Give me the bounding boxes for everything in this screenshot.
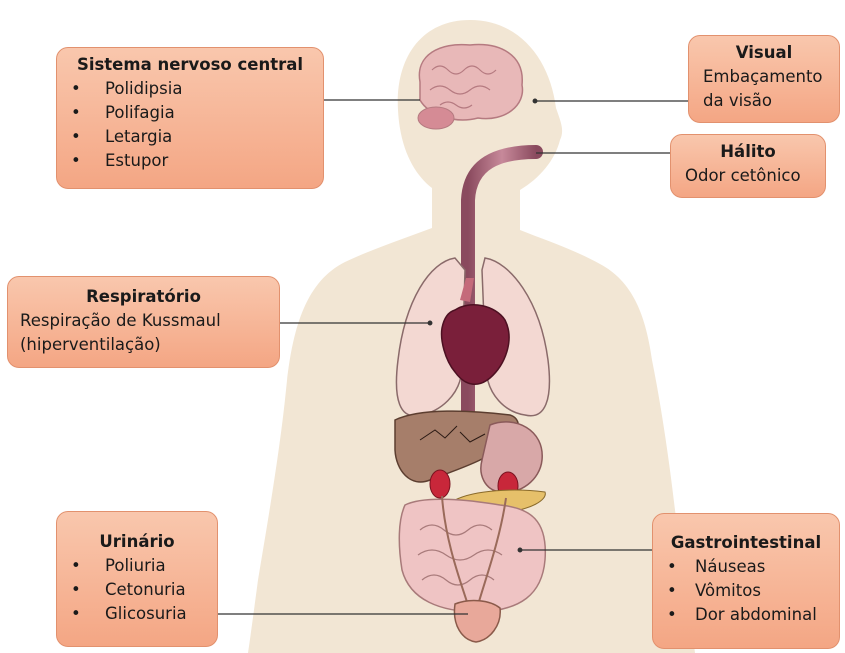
respiratory-line-1: Respiração de Kussmaul	[20, 309, 279, 333]
list-item: •Náuseas	[653, 555, 839, 579]
cns-title: Sistema nervoso central	[57, 53, 323, 77]
gastrointestinal-symptom-box: Gastrointestinal •Náuseas •Vômitos •Dor …	[652, 513, 840, 649]
list-item: •Dor abdominal	[653, 603, 839, 627]
respiratory-title: Respiratório	[20, 285, 279, 309]
breath-symptom-box: Hálito Odor cetônico	[670, 134, 826, 198]
breath-line-1: Odor cetônico	[685, 164, 825, 188]
list-item: •Poliuria	[57, 554, 217, 578]
list-item: •Polifagia	[57, 101, 323, 125]
cns-symptom-list: •Polidipsia •Polifagia •Letargia •Estupo…	[57, 77, 323, 173]
visual-line-2: da visão	[703, 89, 839, 113]
breath-title: Hálito	[685, 140, 825, 164]
respiratory-symptom-box: Respiratório Respiração de Kussmaul (hip…	[7, 276, 280, 368]
left-kidney-organ	[430, 470, 450, 498]
respiratory-line-2: (hiperventilação)	[20, 333, 279, 357]
list-item: •Cetonuria	[57, 578, 217, 602]
visual-title: Visual	[703, 41, 839, 65]
list-item: •Letargia	[57, 125, 323, 149]
gastrointestinal-symptom-list: •Náuseas •Vômitos •Dor abdominal	[653, 555, 839, 627]
list-item: •Vômitos	[653, 579, 839, 603]
visual-symptom-box: Visual Embaçamento da visão	[688, 35, 840, 123]
list-item: •Estupor	[57, 149, 323, 173]
visual-line-1: Embaçamento	[703, 65, 839, 89]
list-item: •Glicosuria	[57, 602, 217, 626]
list-item: •Polidipsia	[57, 77, 323, 101]
urinary-symptom-list: •Poliuria •Cetonuria •Glicosuria	[57, 554, 217, 626]
cns-symptom-box: Sistema nervoso central •Polidipsia •Pol…	[56, 47, 324, 189]
urinary-symptom-box: Urinário •Poliuria •Cetonuria •Glicosuri…	[56, 511, 218, 647]
gastrointestinal-title: Gastrointestinal	[653, 531, 839, 555]
urinary-title: Urinário	[57, 530, 217, 554]
